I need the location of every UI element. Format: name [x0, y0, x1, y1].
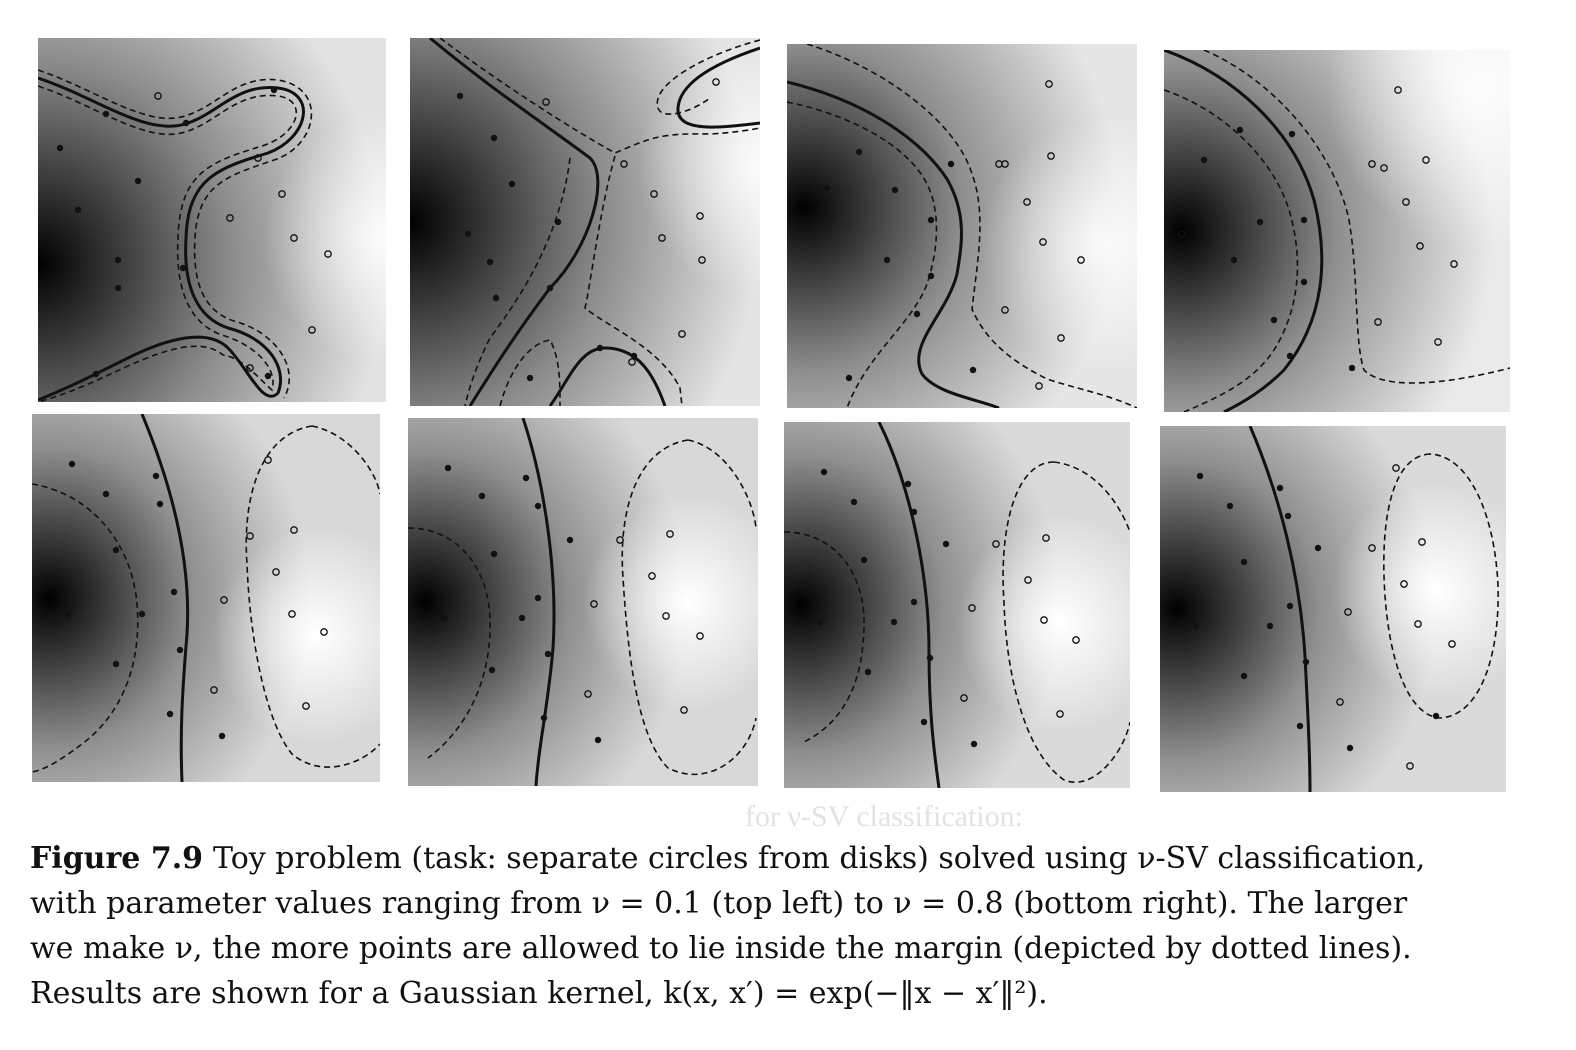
margin-line: [499, 339, 561, 406]
decision-plot: [408, 418, 758, 786]
disk-markers: [1192, 472, 1440, 752]
disk-markers: [1200, 126, 1356, 372]
margin-line: [621, 439, 757, 776]
caption-line-1: Figure 7.9 Toy problem (task: separate ci…: [30, 836, 1530, 881]
margin-line: [1053, 461, 1130, 533]
circle-markers: [960, 534, 1080, 718]
panel-nu-0.3: [787, 44, 1137, 408]
decision-plot: [1164, 50, 1510, 412]
caption-line-4: Results are shown for a Gaussian kernel,…: [30, 976, 1048, 1011]
disk-markers: [56, 86, 278, 380]
margin-line: [1383, 453, 1499, 719]
margin-line: [464, 157, 571, 406]
circle-markers: [1178, 86, 1458, 346]
margin-line: [408, 527, 491, 759]
figure-label: Figure 7.9: [30, 841, 204, 876]
decision-plot: [32, 414, 380, 782]
decision-plot: [1160, 426, 1506, 792]
margin-line: [245, 425, 380, 768]
panel-nu-0.6: [408, 418, 758, 786]
decision-plot: [784, 422, 1130, 788]
panel-nu-0.2: [410, 38, 760, 406]
margin-line: [784, 531, 865, 743]
decision-boundary: [787, 80, 1000, 408]
decision-boundary: [521, 418, 556, 786]
decision-plot: [787, 44, 1137, 408]
decision-boundary: [1164, 50, 1324, 412]
circle-markers: [1336, 464, 1456, 770]
margin-line: [38, 69, 313, 399]
circle-markers: [542, 78, 720, 366]
caption-line-3: we make ν, the more points are allowed t…: [30, 931, 1412, 966]
disk-markers: [816, 468, 978, 748]
margin-line: [439, 38, 760, 154]
disk-markers: [456, 92, 638, 382]
margin-line: [38, 85, 297, 402]
margin-line: [1164, 89, 1299, 412]
bleed-through-text: for ν-SV classification:: [745, 800, 1023, 833]
caption-text-1: Toy problem (task: separate circles from…: [213, 841, 1426, 876]
decision-boundary: [877, 422, 941, 788]
circle-markers: [210, 456, 328, 710]
panel-nu-0.1: [38, 38, 386, 402]
figure-caption: Figure 7.9 Toy problem (task: separate ci…: [30, 836, 1530, 1016]
circle-markers: [154, 92, 332, 372]
disk-markers: [440, 464, 602, 744]
decision-boundary: [429, 38, 600, 406]
disk-markers: [64, 460, 226, 740]
panel-nu-0.4: [1164, 50, 1510, 412]
decision-boundary: [38, 76, 305, 402]
panel-nu-0.5: [32, 414, 380, 782]
margin-line: [311, 425, 380, 495]
decision-plot: [410, 38, 760, 406]
panel-nu-0.7: [784, 422, 1130, 788]
decision-plot: [38, 38, 386, 402]
margin-line: [806, 44, 1137, 408]
margin-line: [787, 101, 938, 408]
decision-boundary: [140, 414, 190, 782]
margin-line: [1203, 50, 1510, 384]
margin-line: [656, 39, 760, 115]
margin-line: [584, 155, 683, 406]
circle-markers: [584, 530, 704, 714]
decision-boundary: [1248, 426, 1312, 792]
margin-line: [687, 439, 757, 529]
panel-nu-0.8: [1160, 426, 1506, 792]
decision-boundary: [676, 46, 760, 129]
caption-line-2: with parameter values ranging from ν = 0…: [30, 886, 1408, 921]
decision-boundary: [548, 346, 667, 406]
figure-grid: [32, 38, 1510, 792]
margin-line: [32, 483, 139, 773]
circle-markers: [995, 80, 1085, 390]
margin-line: [1002, 461, 1130, 783]
disk-markers: [823, 148, 977, 382]
